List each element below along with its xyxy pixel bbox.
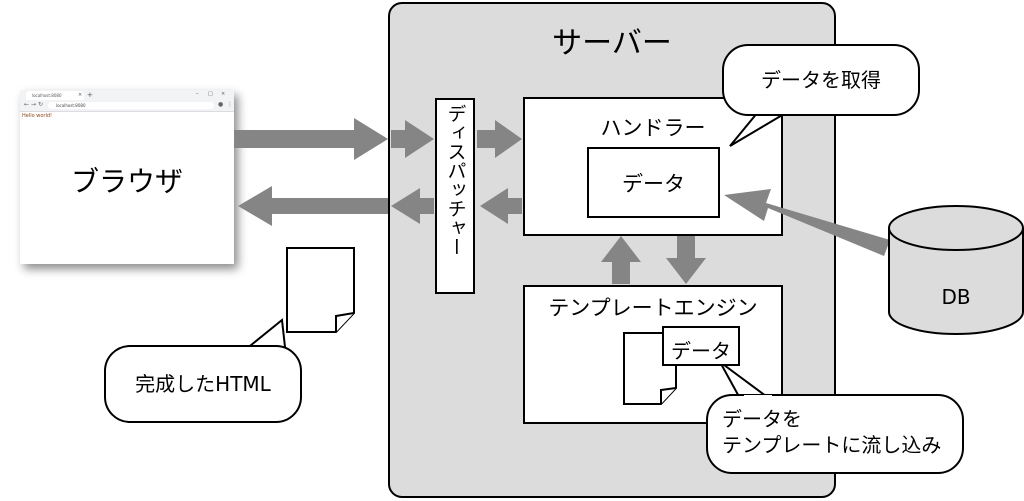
- page-content-text: Hello world!: [22, 113, 53, 119]
- template-engine-label: テンプレートエンジン: [548, 296, 758, 320]
- arrow-template-to-handler: [601, 236, 641, 284]
- forward-icon: →: [31, 101, 37, 108]
- close-icon: ×: [78, 92, 83, 98]
- new-tab-icon: +: [87, 91, 93, 99]
- back-icon: ←: [24, 101, 30, 108]
- database-label: DB: [941, 285, 971, 309]
- pour-data-callout-line1: データを: [722, 407, 802, 431]
- handler-label: ハンドラー: [600, 116, 706, 140]
- handler-data-box: [587, 147, 720, 218]
- minimize-icon: –: [196, 91, 199, 97]
- arrow-handler-to-dispatcher: [480, 188, 522, 224]
- pour-data-callout-line2: テンプレートに流し込み: [722, 433, 942, 457]
- arrow-browser-to-server: [234, 118, 388, 160]
- arrow-dispatcher-to-handler: [477, 120, 522, 158]
- browser-window: [20, 90, 234, 264]
- reload-icon: ↻: [38, 101, 44, 108]
- template-data-label: データ: [671, 339, 731, 363]
- get-data-callout: [722, 44, 920, 116]
- arrow-dispatcher-out: [391, 188, 434, 224]
- maximize-icon: □: [208, 91, 213, 97]
- completed-html-callout-text: 完成したHTML: [135, 372, 271, 396]
- server-title: サーバー: [552, 26, 672, 61]
- arrow-server-to-browser: [238, 186, 388, 226]
- browser-tab: localhost:8080: [26, 91, 84, 100]
- window-close-icon: ×: [221, 91, 226, 97]
- dispatcher-label: ディスパッチャー: [444, 104, 467, 256]
- arrow-db-to-handler: [724, 189, 890, 256]
- address-bar: localhost:8080: [48, 102, 214, 109]
- menu-icon: ⋮: [227, 101, 233, 108]
- handler-data-label: データ: [622, 172, 685, 196]
- get-data-callout-tail: [729, 111, 785, 147]
- document-icon: [286, 247, 355, 333]
- dispatcher-box: [435, 98, 475, 294]
- arrows: [234, 118, 890, 284]
- get-data-callout-text: データを取得: [761, 68, 881, 92]
- pour-data-callout: [706, 394, 964, 474]
- account-icon: ●: [218, 101, 224, 108]
- database-icon: [888, 205, 1024, 335]
- arrow-to-dispatcher: [391, 120, 434, 158]
- arrow-handler-to-template: [666, 236, 706, 284]
- completed-html-callout: [104, 345, 302, 423]
- template-data-box: [662, 326, 740, 366]
- browser-label: ブラウザ: [70, 165, 183, 198]
